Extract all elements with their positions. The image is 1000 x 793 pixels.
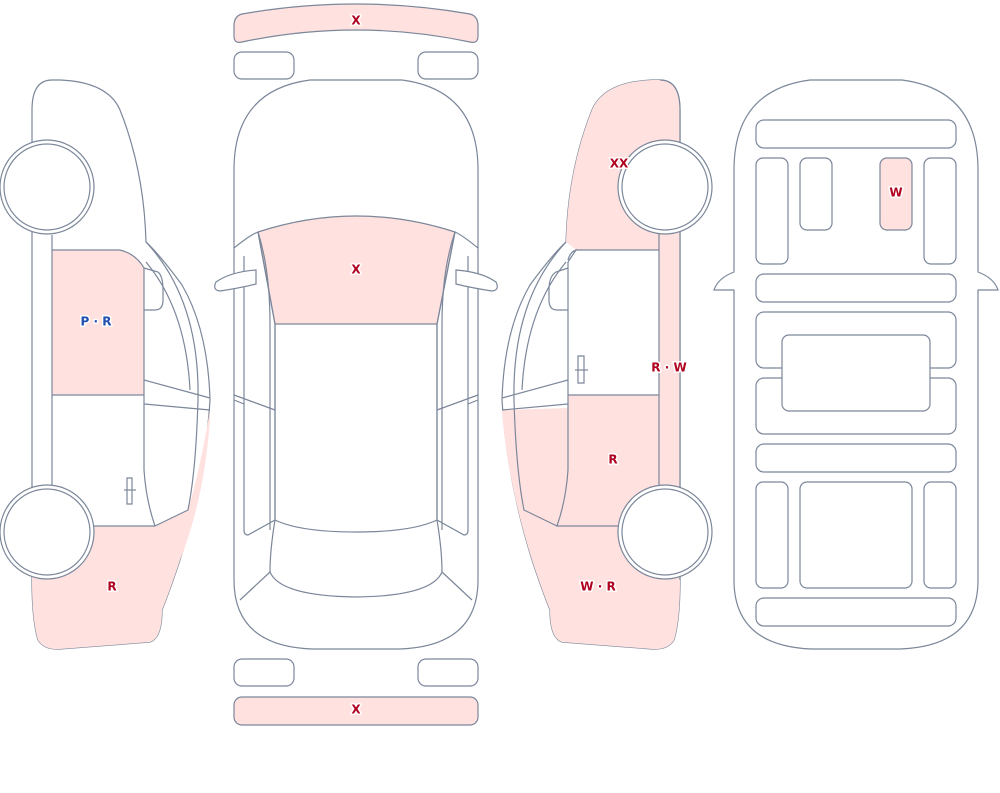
right-rocker-label: R · W <box>651 361 686 375</box>
right-rear-door-panel[interactable] <box>557 395 659 526</box>
underbody-label: W <box>889 186 902 200</box>
left-rear-fender-label: R <box>107 580 116 594</box>
front-bumper-label: X <box>351 14 361 28</box>
left-side-view <box>0 79 211 650</box>
damage-labels: X X X P · R R XX R · W R W · R W <box>79 12 904 718</box>
underbody-view <box>713 79 999 650</box>
left-front-door-panel[interactable] <box>52 250 144 395</box>
rear-bumper-panel[interactable] <box>233 696 479 726</box>
right-rear-fender-label: W · R <box>580 580 615 594</box>
front-bumper-panel[interactable] <box>233 3 479 43</box>
rear-bumper-label: X <box>351 703 361 717</box>
hood-panel[interactable] <box>258 216 455 324</box>
left-rear-fender-panel[interactable] <box>32 410 210 650</box>
underbody-panel[interactable] <box>879 157 913 231</box>
right-rear-door-label: R <box>608 453 617 467</box>
right-front-fender-label: XX <box>610 157 629 171</box>
right-rear-fender-panel[interactable] <box>502 408 680 650</box>
right-side-view <box>501 79 713 650</box>
top-view <box>214 3 498 726</box>
right-rocker-panel[interactable] <box>659 232 680 526</box>
hood-label: X <box>351 263 361 277</box>
left-front-door-label: P · R <box>81 315 112 329</box>
